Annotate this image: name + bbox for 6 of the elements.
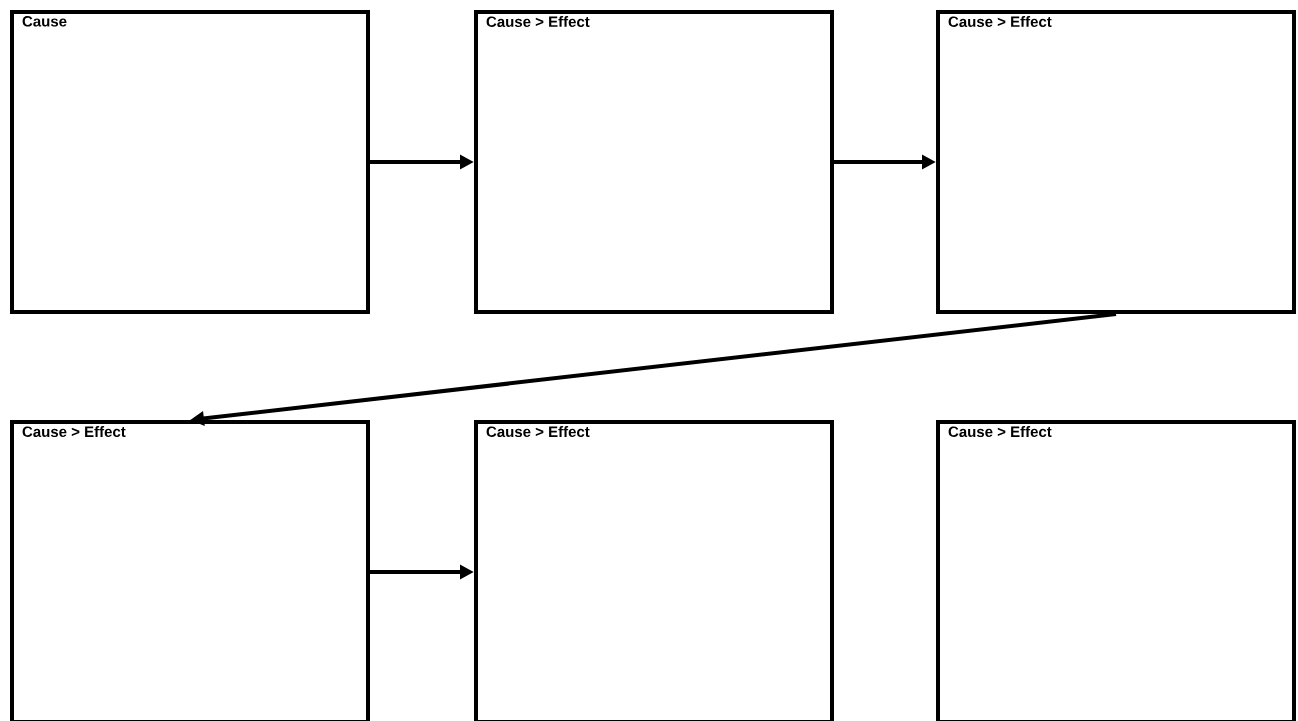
text-box: Cause > Effect: [474, 420, 834, 721]
text-box: Cause > Effect: [936, 10, 1296, 314]
text-box: Cause > Effect: [474, 10, 834, 314]
text-box: Cause: [10, 10, 370, 314]
text-box: Cause > Effect: [10, 420, 370, 721]
text-box: Cause > Effect: [936, 420, 1296, 721]
